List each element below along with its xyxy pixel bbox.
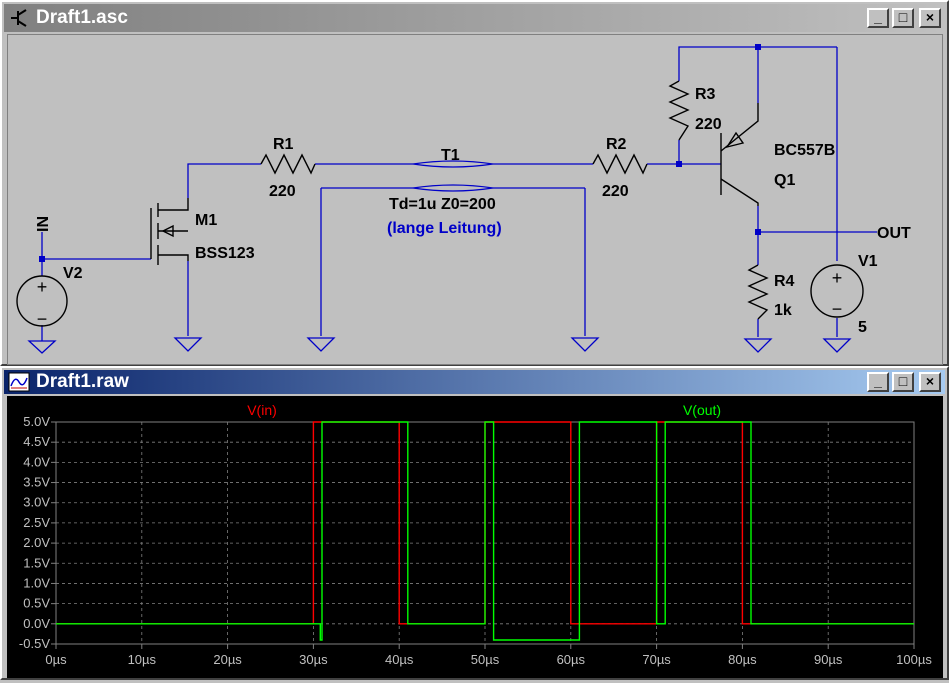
label-r3: R3 (695, 86, 716, 103)
label-r2-value: 220 (602, 183, 629, 200)
label-v2: V2 (63, 265, 83, 282)
y-tick-label: 3.5V (23, 475, 50, 490)
maximize-button[interactable]: □ (892, 8, 914, 28)
waveform-icon (8, 372, 30, 392)
maximize-button[interactable]: □ (892, 372, 914, 392)
waveform-titlebar[interactable]: Draft1.raw _ □ × (4, 370, 945, 394)
minimize-button[interactable]: _ (867, 8, 889, 28)
y-tick-label: 1.5V (23, 555, 50, 570)
label-t1-params: Td=1u Z0=200 (389, 196, 496, 213)
wires (41, 46, 877, 341)
voltage-source-v2[interactable]: + − (16, 275, 68, 329)
minimize-button[interactable]: _ (867, 372, 889, 392)
transmission-line-t1[interactable] (412, 160, 494, 192)
y-tick-label: 0.5V (23, 596, 50, 611)
label-r2: R2 (606, 136, 627, 153)
waveform-title: Draft1.raw (36, 371, 129, 392)
label-v1-value: 5 (858, 319, 867, 336)
label-r3-value: 220 (695, 116, 722, 133)
series-line-vout (56, 421, 914, 641)
y-tick-label: 1.0V (23, 575, 50, 590)
label-t1: T1 (441, 147, 460, 164)
y-tick-label: 2.0V (23, 535, 50, 550)
x-tick-label: 50µs (471, 652, 500, 667)
y-tick-label: -0.5V (19, 636, 50, 651)
schematic-canvas[interactable]: + − + − (7, 34, 943, 365)
legend-label: V(in) (247, 402, 277, 418)
x-tick-label: 30µs (299, 652, 328, 667)
label-out: OUT (877, 225, 911, 242)
schematic-window[interactable]: Draft1.asc _ □ × (0, 0, 949, 366)
waveform-plot[interactable]: 0µs 10µs 20µs 30µs 40µs 50µs 60µs 70µs 80µs 90µs 1… (7, 396, 943, 678)
voltage-source-v1[interactable]: + − (810, 264, 864, 319)
legend-label: V(out) (683, 402, 721, 418)
x-tick-label: 10µs (128, 652, 157, 667)
label-m1: M1 (195, 212, 217, 229)
resistors[interactable] (260, 80, 769, 320)
mosfet-m1[interactable] (150, 198, 189, 265)
schematic-icon (11, 9, 27, 27)
schematic-titlebar[interactable]: Draft1.asc _ □ × (4, 4, 945, 32)
close-button[interactable]: × (919, 372, 941, 392)
label-v1: V1 (858, 253, 878, 270)
y-tick-label: 2.5V (23, 515, 50, 530)
x-tick-label: 40µs (385, 652, 414, 667)
transistor-q1[interactable] (720, 103, 759, 206)
x-tick-label: 60µs (557, 652, 586, 667)
y-tick-label: 3.0V (23, 495, 50, 510)
label-m1-model: BSS123 (195, 245, 255, 262)
label-r4-value: 1k (774, 302, 792, 319)
label-r1: R1 (273, 136, 294, 153)
ground-symbols (27, 337, 852, 354)
y-tick-label: 5.0V (23, 414, 50, 429)
x-tick-label: 100µs (896, 652, 932, 667)
svg-text:+: + (832, 268, 843, 288)
schematic-title: Draft1.asc (36, 7, 128, 28)
label-q1-model: BC557B (774, 142, 835, 159)
y-tick-label: 4.5V (23, 434, 50, 449)
label-t1-note: (lange Leitung) (387, 220, 502, 237)
label-r4: R4 (774, 273, 795, 290)
label-r1-value: 220 (269, 183, 296, 200)
x-tick-label: 20µs (213, 652, 242, 667)
x-tick-label: 90µs (814, 652, 843, 667)
junction-dots (39, 44, 761, 262)
x-tick-label: 0µs (45, 652, 67, 667)
svg-text:−: − (832, 299, 843, 319)
x-tick-label: 80µs (728, 652, 757, 667)
y-tick-label: 0.0V (23, 616, 50, 631)
label-q1: Q1 (774, 172, 795, 189)
waveform-window[interactable]: Draft1.raw _ □ × 0µs 10µs 20µs 30µs 40µs 50µs… (0, 366, 949, 680)
x-tick-label: 70µs (642, 652, 671, 667)
label-in: IN (35, 216, 52, 232)
svg-text:−: − (37, 309, 48, 329)
svg-text:+: + (37, 277, 48, 297)
y-tick-label: 4.0V (23, 454, 50, 469)
close-button[interactable]: × (919, 8, 941, 28)
